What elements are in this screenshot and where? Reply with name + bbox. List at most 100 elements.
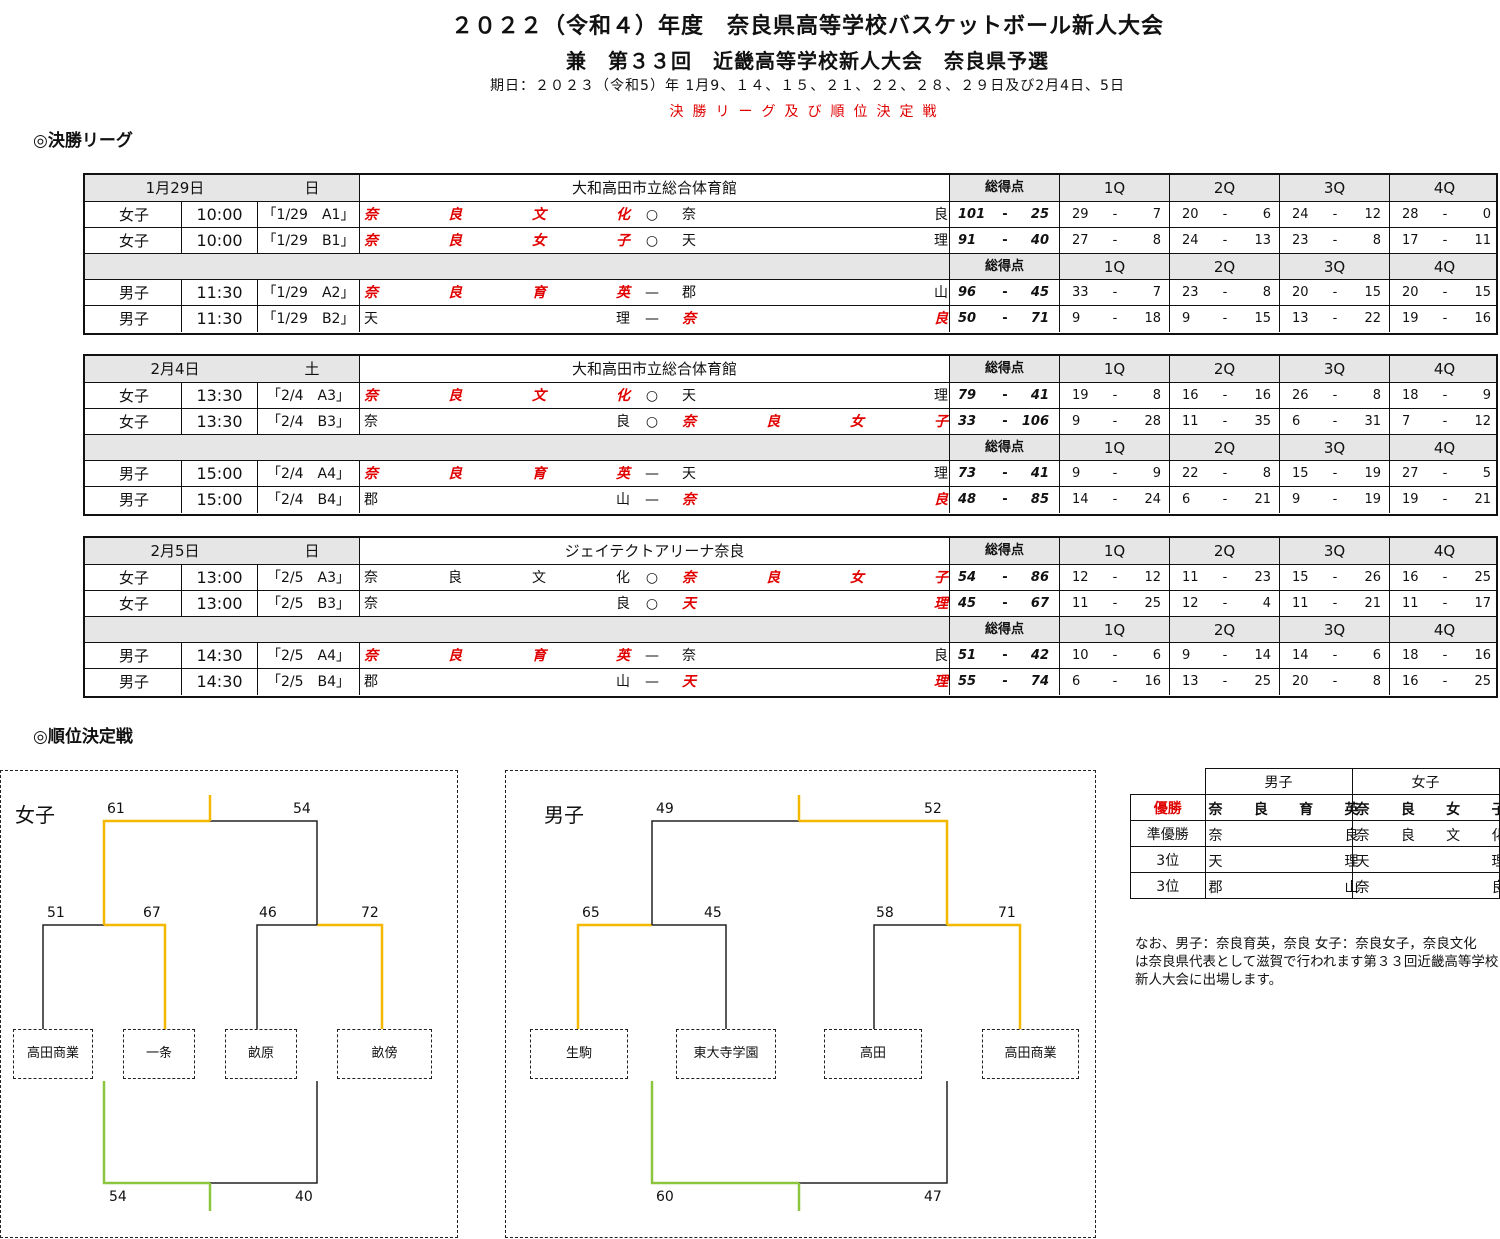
quarter-dash: - xyxy=(1110,643,1120,669)
ranking-boys-team: 天理 xyxy=(1205,847,1352,873)
bracket-lines xyxy=(1,771,455,1235)
quarter-score-team1: 27 xyxy=(1402,461,1419,487)
quarter-score: 9-14 xyxy=(1169,643,1279,669)
bracket-line xyxy=(210,1081,317,1183)
quarter-score: 22-8 xyxy=(1169,461,1279,487)
score-team1: 54 xyxy=(958,565,976,591)
ranking-char: 良 xyxy=(1401,825,1415,845)
quarter-score: 26-8 xyxy=(1279,383,1389,409)
quarter-label: 3Q xyxy=(1279,175,1389,201)
bracket-score: 46 xyxy=(259,905,277,921)
quarter-score-team1: 9 xyxy=(1292,487,1300,513)
score-team1: 45 xyxy=(958,591,976,617)
quarter-score-team2: 11 xyxy=(1474,228,1491,254)
team-char: 良 xyxy=(448,202,462,228)
quarter-score-team1: 11 xyxy=(1292,591,1309,617)
team-char: 奈 xyxy=(364,591,378,617)
quarter-label: 2Q xyxy=(1169,356,1279,382)
matchup: 奈良文化○奈良女子 xyxy=(359,565,949,591)
ranking-corner xyxy=(1131,769,1206,795)
quarter-dash: - xyxy=(1220,591,1230,617)
score-team1: 51 xyxy=(958,643,976,669)
quarter-label: 4Q xyxy=(1389,175,1499,201)
team-char: 化 xyxy=(616,202,630,228)
quarter-score-team1: 11 xyxy=(1182,409,1199,435)
bracket-score: 65 xyxy=(582,905,600,921)
quarter-score-team2: 5 xyxy=(1483,461,1491,487)
team-name: 天理 xyxy=(680,383,949,409)
team-char: 良 xyxy=(766,565,780,591)
quarter-score: 9-19 xyxy=(1279,487,1389,513)
ranking-place: 優勝 xyxy=(1131,795,1206,821)
game-time: 10:00 xyxy=(181,202,257,228)
team-char: 天 xyxy=(682,591,696,617)
quarter-score-team2: 12 xyxy=(1364,202,1381,228)
quarter-score: 19-8 xyxy=(1059,383,1169,409)
quarter-dash: - xyxy=(1440,669,1450,695)
team-char: 良 xyxy=(448,280,462,306)
quarter-score-team1: 9 xyxy=(1182,643,1190,669)
matchup: 奈良育英—天理 xyxy=(359,461,949,487)
quarter-dash: - xyxy=(1330,643,1340,669)
total-score: 54-86 xyxy=(949,565,1059,591)
score-dash: - xyxy=(1000,643,1010,669)
game-code: 「2/5 B3」 xyxy=(257,591,359,617)
quarter-dash: - xyxy=(1110,306,1120,332)
quarter-score-team2: 6 xyxy=(1263,202,1271,228)
team-char: 良 xyxy=(448,383,462,409)
quarter-score-team1: 19 xyxy=(1402,306,1419,332)
quarter-score: 19-21 xyxy=(1389,487,1499,513)
quarter-score-team1: 33 xyxy=(1072,280,1089,306)
team-name: 奈良育英 xyxy=(362,280,632,306)
team-char: 天 xyxy=(682,383,696,409)
bracket-score: 67 xyxy=(143,905,161,921)
quarter-score-team1: 6 xyxy=(1292,409,1300,435)
quarter-dash: - xyxy=(1220,228,1230,254)
team-char: 奈 xyxy=(682,306,696,332)
team-char: 文 xyxy=(532,565,546,591)
venue-name: 大和高田市立総合体育館 xyxy=(359,175,949,201)
team-char: 英 xyxy=(616,280,630,306)
quarter-score: 20-6 xyxy=(1169,202,1279,228)
quarter-label: 2Q xyxy=(1169,617,1279,643)
team-name: 郡山 xyxy=(362,487,632,513)
score-team1: 101 xyxy=(958,202,985,228)
quarter-score-team1: 11 xyxy=(1072,591,1089,617)
quarter-dash: - xyxy=(1110,383,1120,409)
bracket-score: 49 xyxy=(656,801,674,817)
team-char: 天 xyxy=(682,669,696,695)
team-box: 高田商業 xyxy=(13,1029,93,1079)
total-label: 総得点 xyxy=(949,356,1059,382)
game-time: 13:00 xyxy=(181,591,257,617)
quarter-dash: - xyxy=(1440,383,1450,409)
team-char: 奈 xyxy=(364,383,378,409)
quarter-score-team2: 16 xyxy=(1474,643,1491,669)
team-name: 奈良女子 xyxy=(362,228,632,254)
quarter-label: 4Q xyxy=(1389,435,1499,461)
team-char: 理 xyxy=(934,669,948,695)
game-time: 13:30 xyxy=(181,409,257,435)
team-char: 育 xyxy=(532,643,546,669)
quarter-label: 4Q xyxy=(1389,254,1499,280)
team-name: 天理 xyxy=(680,591,949,617)
quarter-score-team2: 22 xyxy=(1364,306,1381,332)
quarter-score: 27-8 xyxy=(1059,228,1169,254)
quarter-label: 3Q xyxy=(1279,356,1389,382)
quarter-score: 18-16 xyxy=(1389,643,1499,669)
game-category: 男子 xyxy=(85,669,181,695)
team-char: 英 xyxy=(616,643,630,669)
team-char: 理 xyxy=(616,306,630,332)
quarter-dash: - xyxy=(1110,228,1120,254)
team-char: 天 xyxy=(364,306,378,332)
quarter-label: 3Q xyxy=(1279,538,1389,564)
game-time: 13:30 xyxy=(181,383,257,409)
quarter-score-team1: 6 xyxy=(1072,669,1080,695)
quarter-dash: - xyxy=(1110,487,1120,513)
bracket-title: 男子 xyxy=(544,799,584,828)
quarter-label: 2Q xyxy=(1169,435,1279,461)
quarter-score-team2: 6 xyxy=(1153,643,1161,669)
